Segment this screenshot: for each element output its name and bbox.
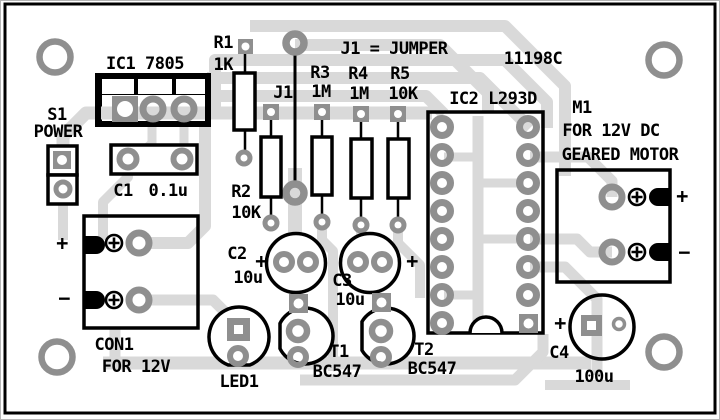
m1-minus-mark: − [678,240,690,264]
mounting-hole-bottom-right [645,333,683,371]
mounting-hole-top-left [36,38,74,76]
screw-terminal-icon [104,290,124,310]
con1-minus-mark: − [58,286,70,310]
con1-desc: FOR 12V [102,357,170,377]
r3-ref: R3 [310,63,330,83]
c4-value: 100u [575,367,614,387]
r1-value: 1K [214,55,235,75]
r4-value: 1M [349,84,369,104]
mounting-hole-top-right [645,41,683,79]
j1-ref: J1 [273,83,293,103]
screw-terminal-icon [627,242,647,262]
mounting-hole-bottom-left [38,338,76,376]
component-led1 [207,305,271,367]
mounting-holes [36,38,683,376]
con1-ref: CON1 [95,335,134,355]
component-t2 [360,293,416,368]
component-t1 [278,294,335,368]
component-c2 [264,231,328,295]
t2-ref: T2 [414,340,433,360]
s1-name: POWER [34,122,84,142]
component-r3 [310,104,334,231]
m1-ref: M1 [572,98,592,118]
s1-ref: S1 [47,105,67,125]
t1-value: BC547 [313,362,362,382]
c3-value: 10u [335,290,364,310]
c3-ref: C3 [332,271,352,291]
ic2-label: IC2 L293D [449,89,537,109]
silkscreen-labels: IC1 7805 R1 1K J1 = JUMPER 11198C S1 POW… [34,33,691,392]
component-s1-switch [46,144,79,206]
component-c3 [338,231,402,295]
r5-value: 10K [388,84,418,104]
con1-plus-mark: + [56,231,68,255]
component-r1 [232,39,257,167]
component-r4 [349,106,374,234]
component-ic1-7805 [95,73,211,127]
c2-value: 10u [233,268,262,288]
board-code: 11198C [504,49,562,69]
ic2-pads-right [516,115,540,333]
component-r5 [386,106,411,234]
r5-ref: R5 [390,64,410,84]
jumper-note: J1 = JUMPER [340,39,448,59]
ic1-pad [170,95,198,123]
c1-value: 0.1u [149,181,188,201]
ic1-label: IC1 7805 [106,54,184,74]
c4-plus-mark: + [554,311,566,335]
c4-ref: C4 [549,343,569,363]
component-m1-connector [555,168,672,284]
r2-value: 10K [231,203,261,223]
ic2-notch [468,315,504,334]
component-c1 [109,143,199,176]
r2-ref: R2 [231,182,250,202]
c2-ref: C2 [227,244,246,264]
c1-ref: C1 [113,181,133,201]
ic2-pads-left [430,115,454,335]
board-outline [3,2,717,415]
c3-plus-mark: + [406,249,418,273]
ic1-pad [139,95,167,123]
c2-plus-mark: + [255,249,267,273]
screw-terminal-icon [104,233,124,253]
screw-terminal-icon [627,187,647,207]
m1-desc1: FOR 12V DC [562,121,659,141]
copper-traces [56,20,630,390]
component-j1-jumper [282,30,308,206]
component-con1 [82,214,200,330]
m1-desc2: GEARED MOTOR [562,145,680,165]
led1-ref: LED1 [220,372,259,392]
r4-ref: R4 [348,64,368,84]
r3-value: 1M [311,82,331,102]
r1-ref: R1 [214,33,234,53]
t1-ref: T1 [329,342,349,362]
m1-plus-mark: + [676,184,688,208]
component-c4 [568,293,636,361]
t2-value: BC547 [408,359,457,379]
component-ic2-socket [426,110,545,335]
component-r2 [259,104,283,232]
